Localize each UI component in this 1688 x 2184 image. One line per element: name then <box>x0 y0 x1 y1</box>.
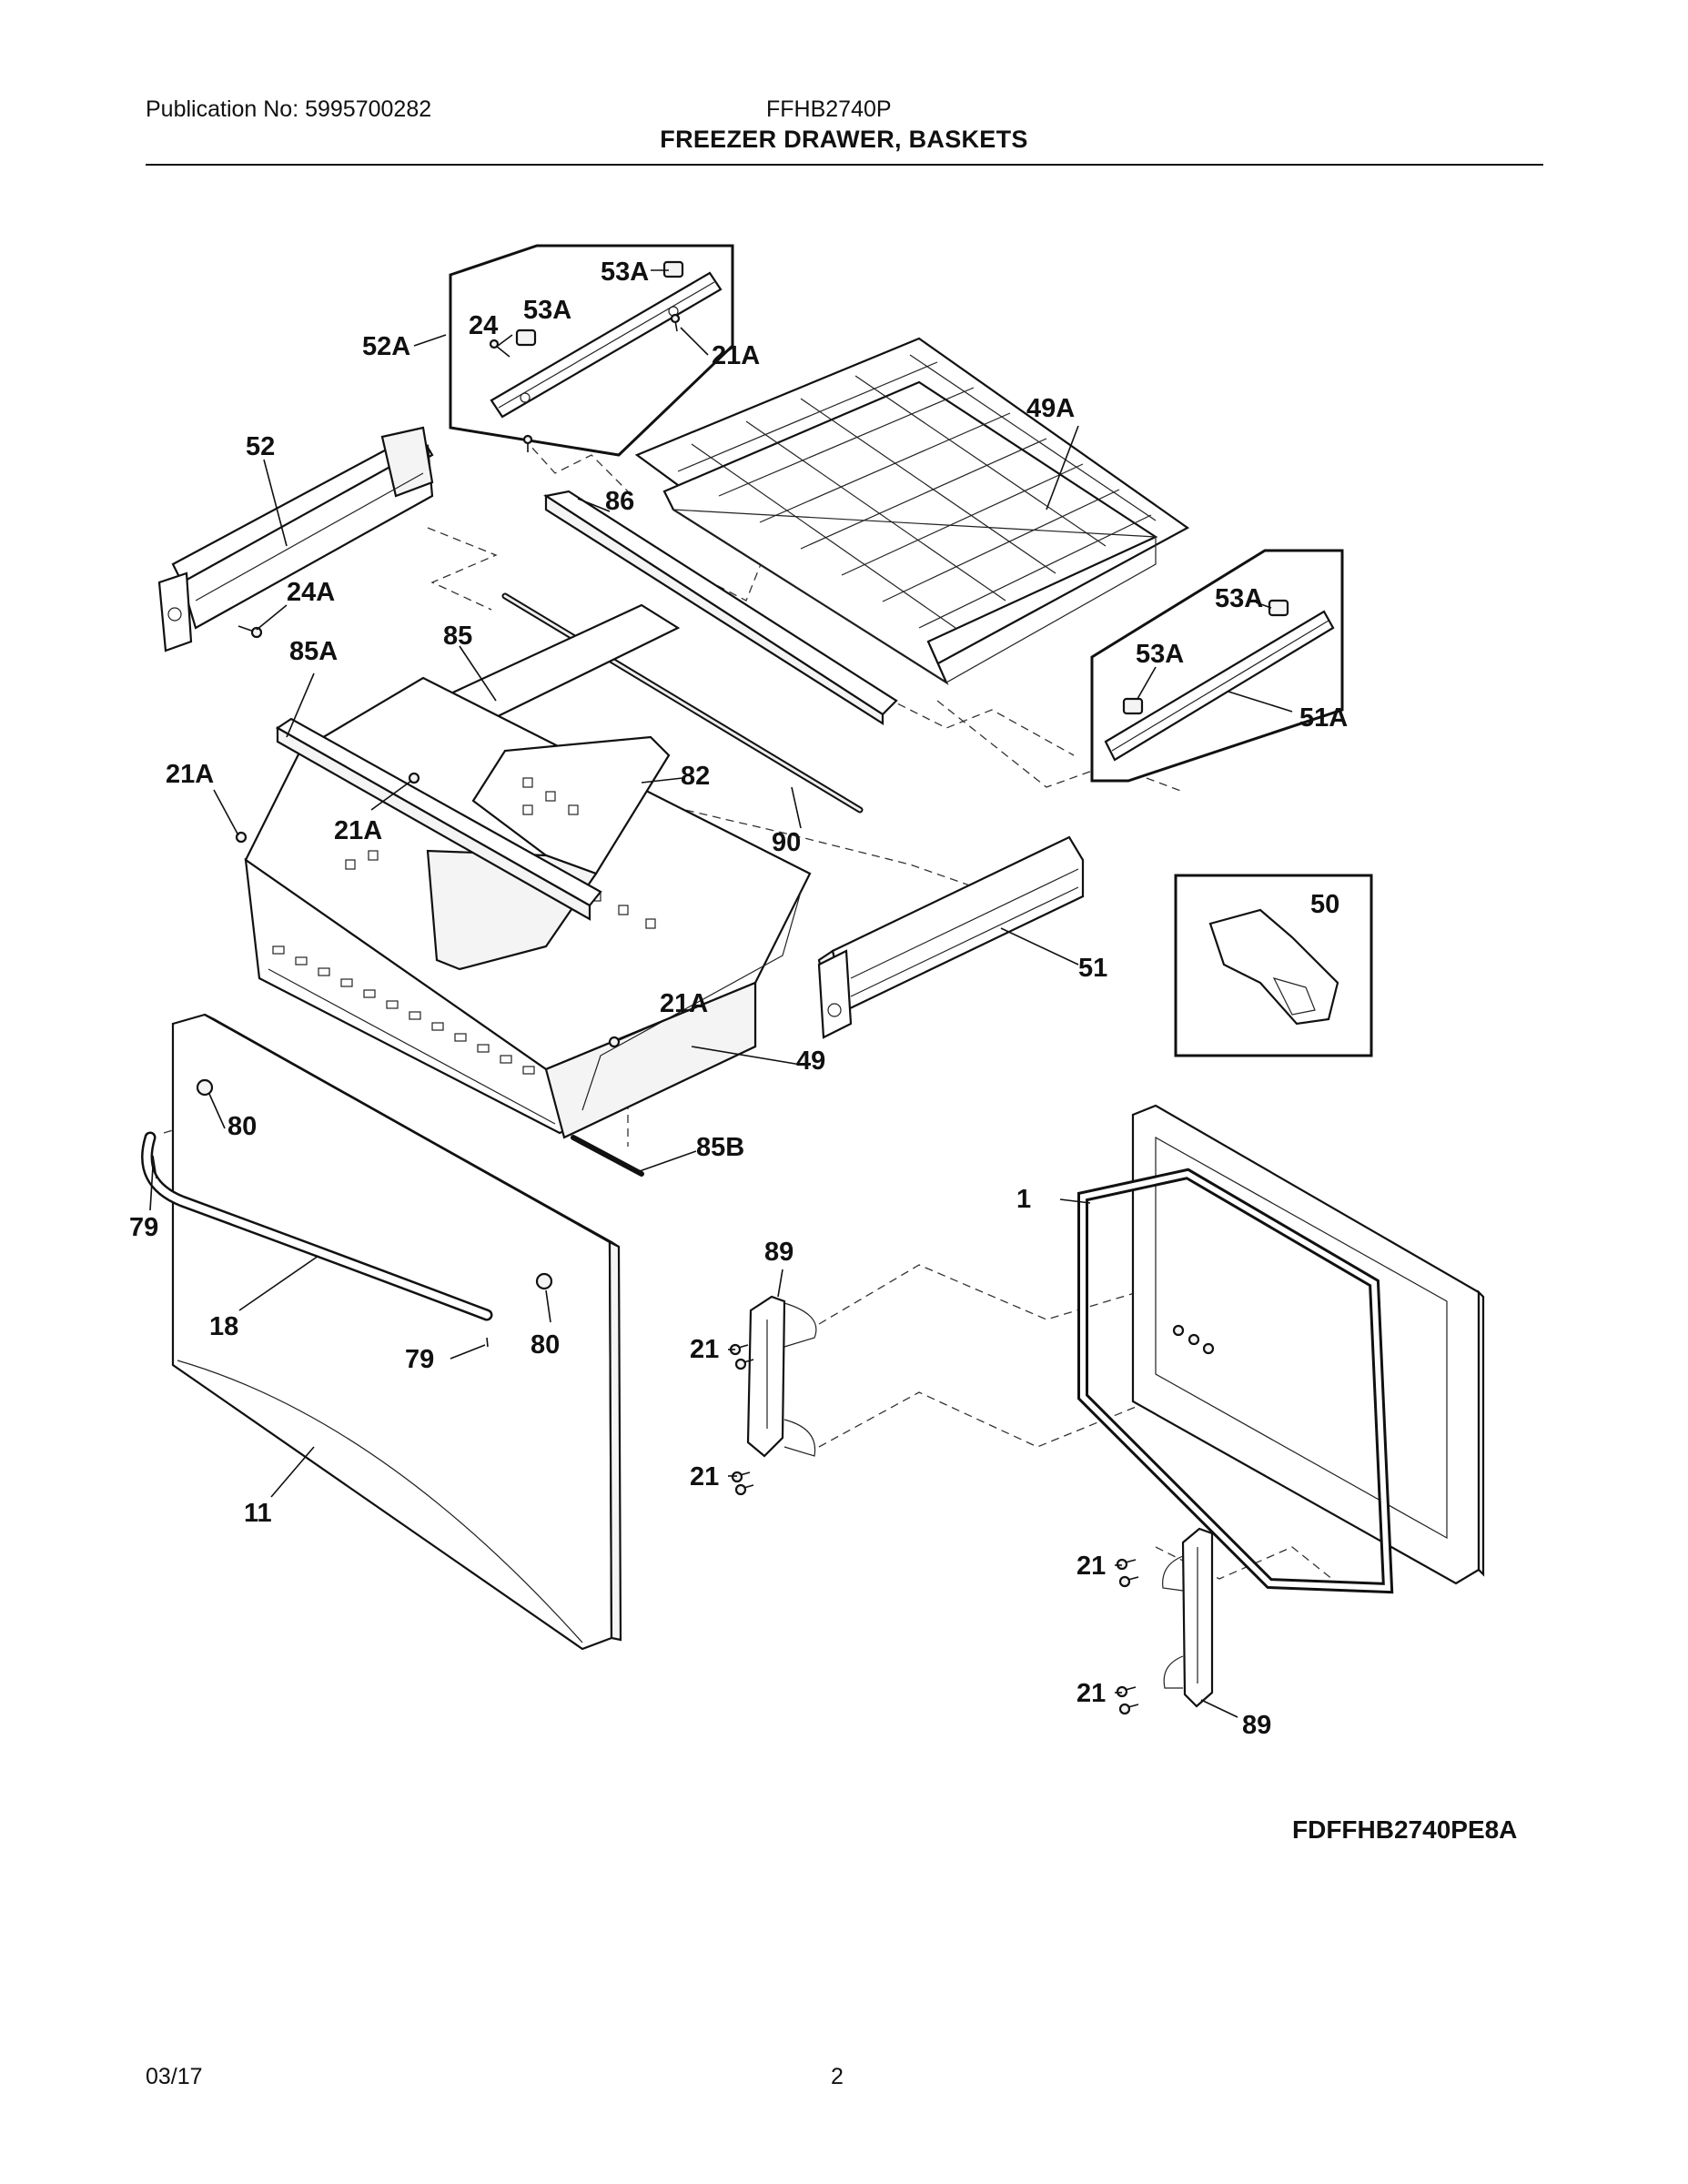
slide-kit-51A-box <box>1090 549 1344 783</box>
screw-21A-top <box>670 313 681 332</box>
screws-21-lower-left <box>731 1471 754 1496</box>
callout-21-d: 21 <box>1076 1679 1106 1708</box>
callout-21A-inner: 21A <box>334 816 382 845</box>
callout-51A: 51A <box>1299 703 1348 733</box>
callout-49: 49 <box>796 1046 825 1076</box>
screw-21A-inner <box>408 772 420 784</box>
clip-53A-top <box>662 260 684 278</box>
slide-kit-52A-box <box>449 244 734 457</box>
callout-53A-top: 53A <box>601 258 649 287</box>
callout-21A-top: 21A <box>712 341 760 370</box>
callout-labels: 53A 53A 24 52A 21A 49A 52 86 24A 53A 53A… <box>129 258 1348 1740</box>
callout-50: 50 <box>1310 890 1339 919</box>
clip-53A-right-top <box>1268 599 1289 617</box>
screw-24A <box>238 625 263 639</box>
header-divider <box>146 164 1543 166</box>
screw-24 <box>489 339 510 358</box>
handle-18 <box>141 1131 493 1321</box>
callout-21-b: 21 <box>690 1462 719 1491</box>
divider-rod-90 <box>501 592 864 814</box>
callout-49A: 49A <box>1026 394 1075 423</box>
callout-18: 18 <box>209 1312 238 1341</box>
handle-85A <box>275 717 602 921</box>
callout-85: 85 <box>443 622 472 651</box>
wire-basket-49A <box>634 337 1190 685</box>
screw-79-left <box>152 1155 157 1179</box>
publication-date: 03/17 <box>146 2064 203 2089</box>
callout-85A: 85A <box>289 637 338 666</box>
door-panel-screws <box>1172 1324 1215 1355</box>
screws-21-lower-right <box>1116 1685 1139 1715</box>
rear-trim-86 <box>543 490 898 726</box>
door-gasket-1 <box>1077 1168 1394 1594</box>
mounting-bracket-89-low <box>1162 1527 1214 1708</box>
slide-rail-52A <box>490 271 723 419</box>
callout-21A-low: 21A <box>660 989 708 1018</box>
callout-11: 11 <box>244 1499 272 1528</box>
callout-86: 86 <box>605 487 634 516</box>
callout-24A: 24A <box>287 578 335 607</box>
clip-53A-right-mid <box>1122 697 1144 715</box>
drawing-code: FDFFHB2740PE8A <box>1292 1815 1518 1844</box>
callout-51: 51 <box>1078 954 1107 983</box>
callout-1: 1 <box>1016 1185 1031 1214</box>
rod-85B <box>571 1135 644 1177</box>
callout-80-low: 80 <box>531 1330 560 1360</box>
spacer-80-top <box>196 1078 214 1097</box>
screws-21-upper-left <box>729 1343 754 1370</box>
callout-52A: 52A <box>362 332 410 361</box>
callout-24: 24 <box>469 311 498 340</box>
slide-rail-51 <box>817 835 1085 1039</box>
callout-85B: 85B <box>696 1133 744 1162</box>
slide-rail-52 <box>157 426 434 652</box>
callout-90: 90 <box>772 828 801 857</box>
screw-21A-lower <box>608 1036 621 1048</box>
callout-79-low: 79 <box>405 1345 434 1374</box>
page-title: FREEZER DRAWER, BASKETS <box>660 126 1028 153</box>
callout-53A-right-top: 53A <box>1215 584 1263 613</box>
slide-rail-51A <box>1104 610 1335 762</box>
callout-82: 82 <box>681 762 710 791</box>
clip-53A-mid <box>515 329 537 347</box>
mounting-bracket-89-top <box>746 1295 817 1458</box>
callout-89-top: 89 <box>764 1238 793 1267</box>
screws-21-upper-right <box>1116 1558 1139 1588</box>
callout-89-low: 89 <box>1242 1711 1271 1740</box>
leader-lines <box>149 269 1293 1718</box>
publication-number: Publication No: 5995700282 <box>146 96 432 122</box>
callout-79-left: 79 <box>129 1213 158 1242</box>
callout-21-c: 21 <box>1076 1552 1106 1581</box>
callout-52: 52 <box>246 432 275 461</box>
drawer-front-11 <box>171 1013 622 1651</box>
callout-53A-mid: 53A <box>523 296 571 325</box>
page-number: 2 <box>831 2064 844 2089</box>
roller-bracket-50 <box>1208 908 1339 1026</box>
freezer-door-inner-panel <box>1131 1104 1485 1585</box>
model-number: FFHB2740P <box>766 96 892 122</box>
roller-bracket-50-box <box>1174 874 1373 1057</box>
callout-53A-right-mid: 53A <box>1136 640 1184 669</box>
callout-21A-left: 21A <box>166 760 214 789</box>
callout-80-top: 80 <box>227 1112 257 1141</box>
screw-21A-bottom <box>522 434 533 452</box>
spacer-80-low <box>535 1272 553 1290</box>
callout-21-a: 21 <box>690 1335 719 1364</box>
screw-79-low <box>486 1337 489 1348</box>
